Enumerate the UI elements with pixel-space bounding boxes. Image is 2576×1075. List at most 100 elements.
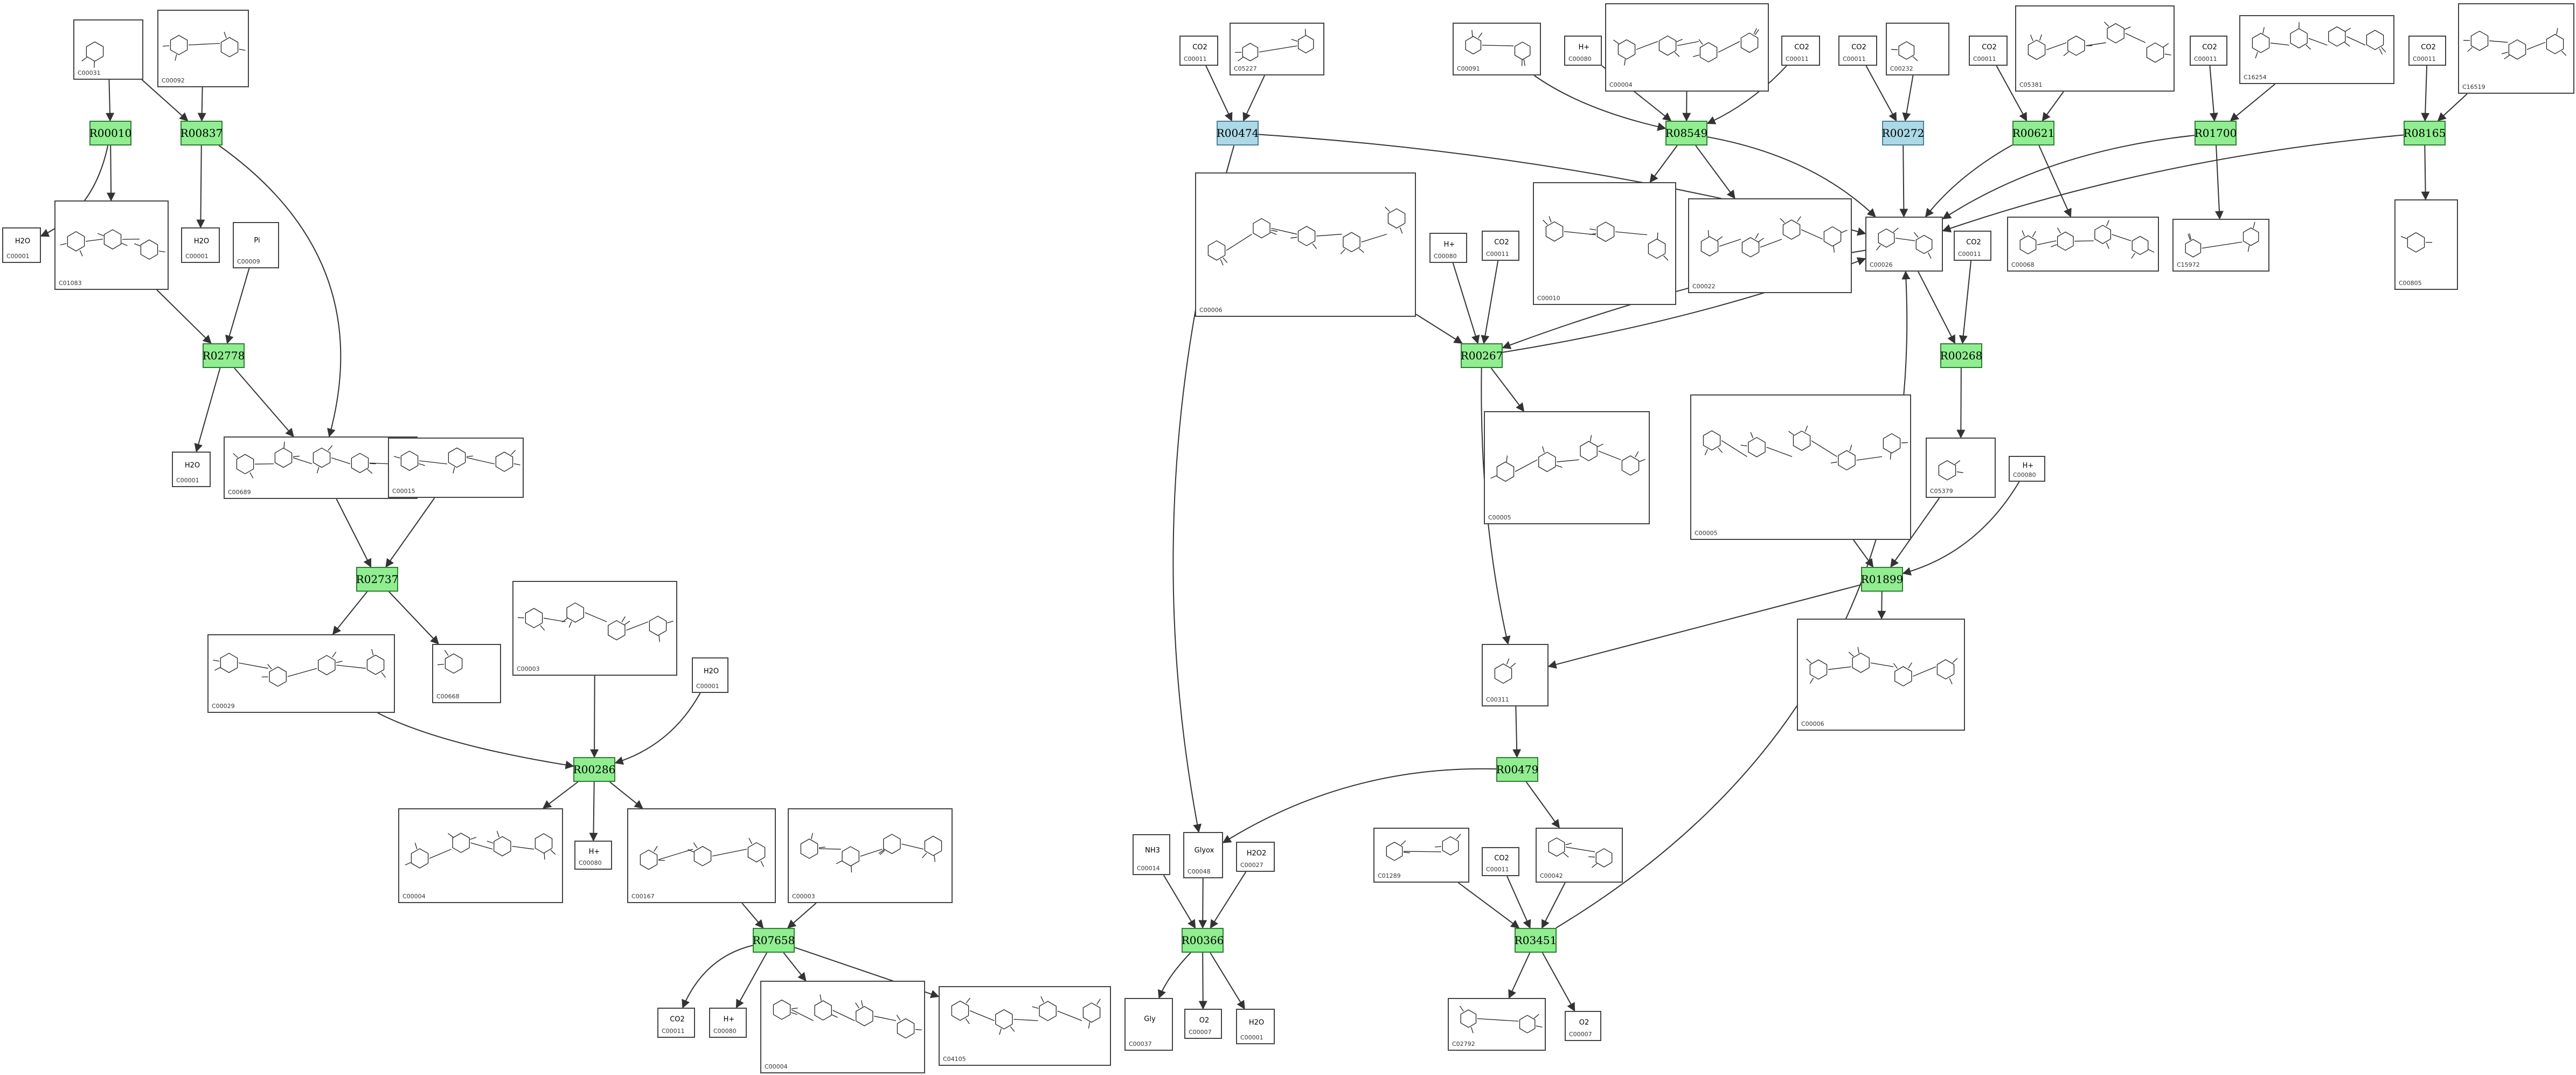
edge-C00080_d-to-R00267: [1452, 262, 1480, 344]
compound-c00031[interactable]: C00031: [73, 19, 143, 80]
compound-c00004[interactable]: C00004: [1605, 3, 1769, 92]
compound-id-label: C00092: [162, 77, 185, 84]
reaction-node-r02737[interactable]: R02737: [356, 567, 398, 592]
compound-c00668[interactable]: C00668: [432, 644, 501, 703]
edge-R00479-to-C00048: [1222, 768, 1497, 843]
compound-c05379[interactable]: C05379: [1926, 438, 1996, 498]
svg-text:CO2: CO2: [2202, 44, 2217, 52]
structure-icon: [1543, 216, 1669, 261]
reaction-node-r00479[interactable]: R00479: [1496, 757, 1538, 782]
compound-c00080[interactable]: H+C00080: [1564, 36, 1602, 66]
edge-C00011_j-to-R03451: [1506, 876, 1531, 929]
compound-c00092[interactable]: C00092: [157, 10, 249, 87]
compound-c00080[interactable]: H+C00080: [1429, 233, 1467, 263]
edge-R01899-to-C00311: [1547, 584, 1862, 669]
compound-c00232[interactable]: C00232: [1886, 23, 1949, 75]
reaction-node-r03451[interactable]: R03451: [1515, 928, 1557, 953]
structure-icon: [1806, 647, 1958, 686]
structure-icon: H2O2: [1247, 850, 1267, 858]
edge-R08549-to-C00026: [1707, 136, 1876, 218]
edge-R00267-to-C00005_a: [1490, 367, 1525, 412]
compound-c00080[interactable]: H+C00080: [2009, 456, 2045, 482]
compound-c00022[interactable]: C00022: [1688, 198, 1852, 293]
reaction-node-r00268[interactable]: R00268: [1940, 343, 1982, 368]
reaction-node-r01700[interactable]: R01700: [2195, 121, 2237, 145]
reaction-node-r00272[interactable]: R00272: [1882, 121, 1924, 145]
compound-c00010[interactable]: C00010: [1533, 182, 1676, 305]
compound-c16254[interactable]: C16254: [2239, 15, 2394, 84]
edge-C05379-to-R01899: [1890, 497, 1940, 568]
compound-c15972[interactable]: C15972: [2172, 219, 2269, 272]
compound-c01289[interactable]: C01289: [1373, 828, 1469, 883]
reaction-node-r00010[interactable]: R00010: [89, 121, 131, 145]
compound-c00805[interactable]: C00805: [2394, 199, 2458, 290]
compound-c00068[interactable]: C00068: [2007, 217, 2159, 272]
compound-c04105[interactable]: C04105: [939, 986, 1111, 1066]
compound-c00006[interactable]: C00006: [1797, 619, 1965, 731]
structure-icon: [1891, 41, 1918, 61]
reaction-node-r00837[interactable]: R00837: [180, 121, 223, 145]
reaction-node-r00286[interactable]: R00286: [573, 757, 615, 782]
reaction-node-r01899[interactable]: R01899: [1861, 567, 1903, 592]
reaction-node-r00621[interactable]: R00621: [2012, 121, 2054, 145]
compound-c00005[interactable]: C00005: [1484, 411, 1650, 524]
compound-c05227[interactable]: C05227: [1230, 23, 1324, 75]
edge-R00286-to-C00167: [609, 781, 643, 809]
compound-c00003[interactable]: C00003: [788, 808, 953, 903]
compound-c00042[interactable]: C00042: [1536, 828, 1623, 883]
edge-C00003_b-to-R07658: [787, 903, 817, 929]
compound-c00026[interactable]: C00026: [1865, 217, 1943, 272]
compound-c00080[interactable]: H+C00080: [709, 1008, 747, 1038]
compound-id-label: C00011: [2194, 56, 2217, 63]
compound-c00006[interactable]: C00006: [1195, 172, 1416, 317]
compound-c05381[interactable]: C05381: [2015, 5, 2175, 92]
compound-c00311[interactable]: C00311: [1482, 644, 1549, 706]
compound-c00029[interactable]: C00029: [207, 634, 395, 713]
reaction-node-r00474[interactable]: R00474: [1217, 121, 1259, 145]
reaction-node-r00366[interactable]: R00366: [1182, 928, 1224, 953]
reaction-node-r08549[interactable]: R08549: [1665, 121, 1707, 145]
compound-c00091[interactable]: C00091: [1453, 23, 1541, 75]
compound-c00015[interactable]: C00015: [388, 438, 524, 498]
compound-c00004[interactable]: C00004: [760, 981, 925, 1073]
reaction-node-r02778[interactable]: R02778: [203, 343, 245, 368]
compound-c00167[interactable]: C00167: [627, 808, 776, 903]
svg-text:CO2: CO2: [1851, 44, 1866, 52]
compound-c00003[interactable]: C00003: [512, 581, 677, 676]
compound-c00689[interactable]: C00689: [224, 436, 418, 499]
compound-c00080[interactable]: H+C00080: [574, 841, 612, 870]
structure-icon: [1703, 425, 1908, 470]
compound-c02792[interactable]: C02792: [1448, 998, 1546, 1051]
reaction-node-r00267[interactable]: R00267: [1461, 343, 1503, 368]
compound-c16519[interactable]: C16519: [2458, 3, 2574, 94]
edge-C05227-to-R00474: [1242, 75, 1265, 122]
compound-c00005[interactable]: C00005: [1690, 394, 1911, 540]
reaction-node-r07658[interactable]: R07658: [753, 928, 795, 953]
reaction-node-r08165[interactable]: R08165: [2404, 121, 2446, 145]
compound-c01083[interactable]: C01083: [54, 200, 169, 290]
compound-id-label: C04105: [943, 1056, 966, 1063]
compound-c00004[interactable]: C00004: [398, 808, 563, 903]
